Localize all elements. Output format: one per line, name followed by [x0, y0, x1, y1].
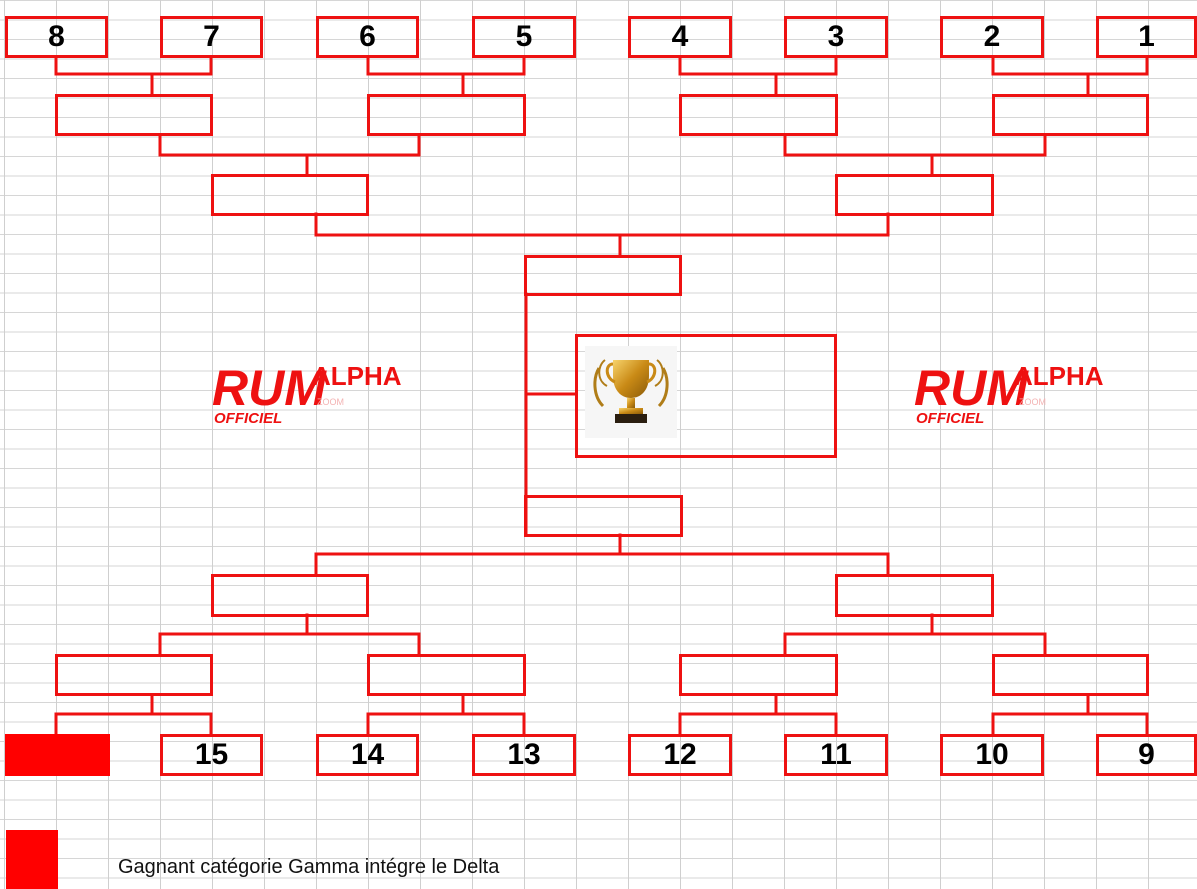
seed-box-9: 9	[1096, 734, 1197, 776]
gamma-winner-slot	[5, 734, 110, 776]
seed-box-1: 1	[1096, 16, 1197, 58]
finalist-slot-bottom	[524, 495, 683, 537]
logo-brand-letters: RUM	[212, 360, 327, 416]
finalist-slot-top	[524, 255, 682, 296]
rum-alpha-logo-left: RUM ALPHA ZOOM OFFICIEL	[212, 355, 442, 435]
bottom-semi-slot-right	[835, 574, 994, 617]
legend-swatch	[6, 830, 58, 889]
seed-box-11: 11	[784, 734, 888, 776]
bottom-quarter-slot-3	[679, 654, 838, 696]
seed-number: 2	[984, 22, 1001, 52]
top-semi-slot-left	[211, 174, 369, 216]
rum-alpha-logo-right: RUM ALPHA ZOOM OFFICIEL	[914, 355, 1144, 435]
logo-small: ZOOM	[317, 397, 344, 407]
seed-number: 13	[507, 740, 540, 770]
seed-box-5: 5	[472, 16, 576, 58]
top-quarter-slot-2	[367, 94, 526, 136]
bottom-quarter-slot-1	[55, 654, 213, 696]
legend-text: Gagnant catégorie Gamma intégre le Delta	[118, 856, 499, 879]
top-quarter-slot-4	[992, 94, 1149, 136]
logo-word: ALPHA	[1014, 361, 1104, 391]
seed-number: 15	[195, 740, 228, 770]
seed-box-12: 12	[628, 734, 732, 776]
seed-box-10: 10	[940, 734, 1044, 776]
seed-number: 3	[828, 22, 845, 52]
seed-box-3: 3	[784, 16, 888, 58]
seed-number: 14	[351, 740, 384, 770]
bottom-quarter-slot-2	[367, 654, 526, 696]
trophy-icon	[585, 346, 677, 438]
bottom-semi-slot-left	[211, 574, 369, 617]
bottom-quarter-slot-4	[992, 654, 1149, 696]
seed-box-13: 13	[472, 734, 576, 776]
seed-number: 7	[203, 22, 220, 52]
seed-box-6: 6	[316, 16, 419, 58]
top-semi-slot-right	[835, 174, 994, 216]
seed-number: 9	[1138, 740, 1155, 770]
seed-number: 6	[359, 22, 376, 52]
top-quarter-slot-1	[55, 94, 213, 136]
seed-number: 8	[48, 22, 65, 52]
seed-box-4: 4	[628, 16, 732, 58]
seed-box-2: 2	[940, 16, 1044, 58]
seed-box-15: 15	[160, 734, 263, 776]
seed-box-7: 7	[160, 16, 263, 58]
seed-number: 1	[1138, 22, 1155, 52]
seed-box-8: 8	[5, 16, 108, 58]
logo-small: ZOOM	[1019, 397, 1046, 407]
logo-brand-letters: RUM	[914, 360, 1029, 416]
logo-sub: OFFICIEL	[214, 410, 282, 427]
seed-number: 12	[663, 740, 696, 770]
logo-sub: OFFICIEL	[916, 410, 984, 427]
seed-number: 10	[975, 740, 1008, 770]
seed-box-14: 14	[316, 734, 419, 776]
seed-number: 11	[820, 740, 852, 770]
seed-number: 5	[516, 22, 533, 52]
logo-word: ALPHA	[312, 361, 402, 391]
seed-number: 4	[672, 22, 689, 52]
top-quarter-slot-3	[679, 94, 838, 136]
